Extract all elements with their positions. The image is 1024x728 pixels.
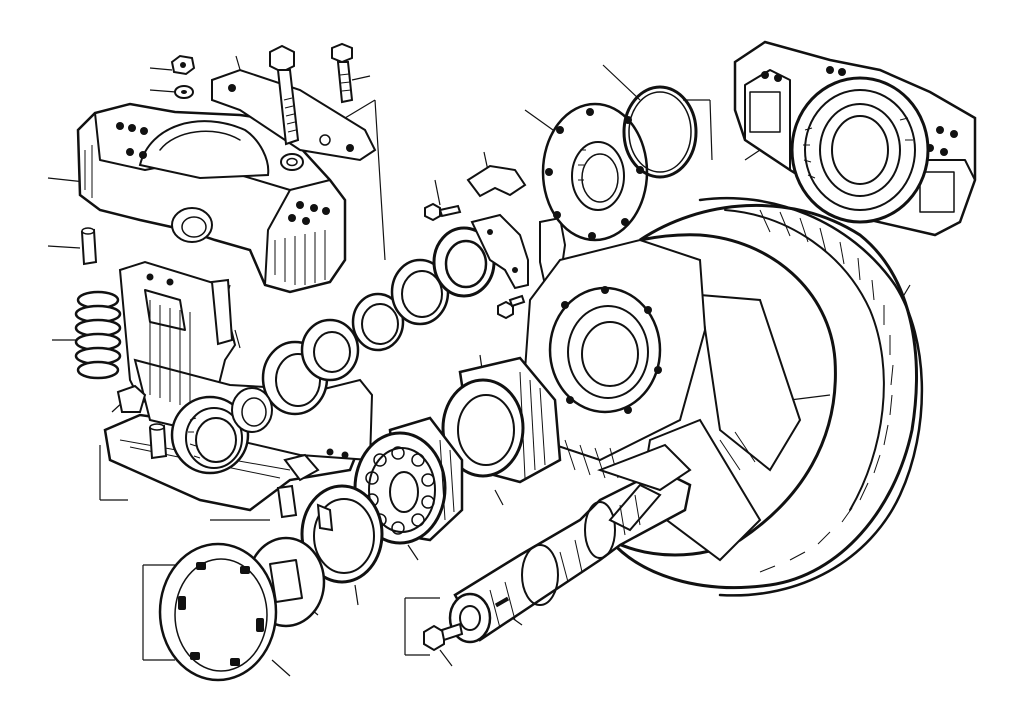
roller-bearing-icon	[353, 416, 464, 545]
o-ring-icon	[622, 85, 698, 179]
bearing-base	[103, 260, 374, 519]
bolt-icon	[331, 42, 354, 104]
right-support-bracket	[733, 40, 977, 237]
upper-bearing-cap	[76, 102, 347, 294]
washer-icon	[174, 85, 194, 99]
end-bolt-icon	[423, 622, 464, 652]
nut-icon	[170, 54, 196, 76]
bushing-icon	[441, 356, 562, 484]
lock-washer-icon	[466, 164, 567, 290]
small-bolt-icon	[497, 294, 526, 320]
tab-washer-icon	[158, 542, 278, 682]
bolt-icon	[269, 44, 300, 146]
bearing-ring-icon	[170, 395, 250, 475]
bearing-ring-icon	[231, 318, 360, 433]
small-bolt-icon	[424, 202, 462, 222]
flange-cover	[541, 102, 649, 242]
spring-icon	[74, 290, 122, 380]
flywheel-pulley	[523, 196, 924, 597]
seal-ring-icon	[351, 226, 496, 352]
crankshaft	[448, 443, 692, 644]
washer-icon	[280, 153, 304, 171]
dowel-pin-icon	[80, 227, 98, 266]
thrust-washer-icon	[300, 484, 384, 584]
